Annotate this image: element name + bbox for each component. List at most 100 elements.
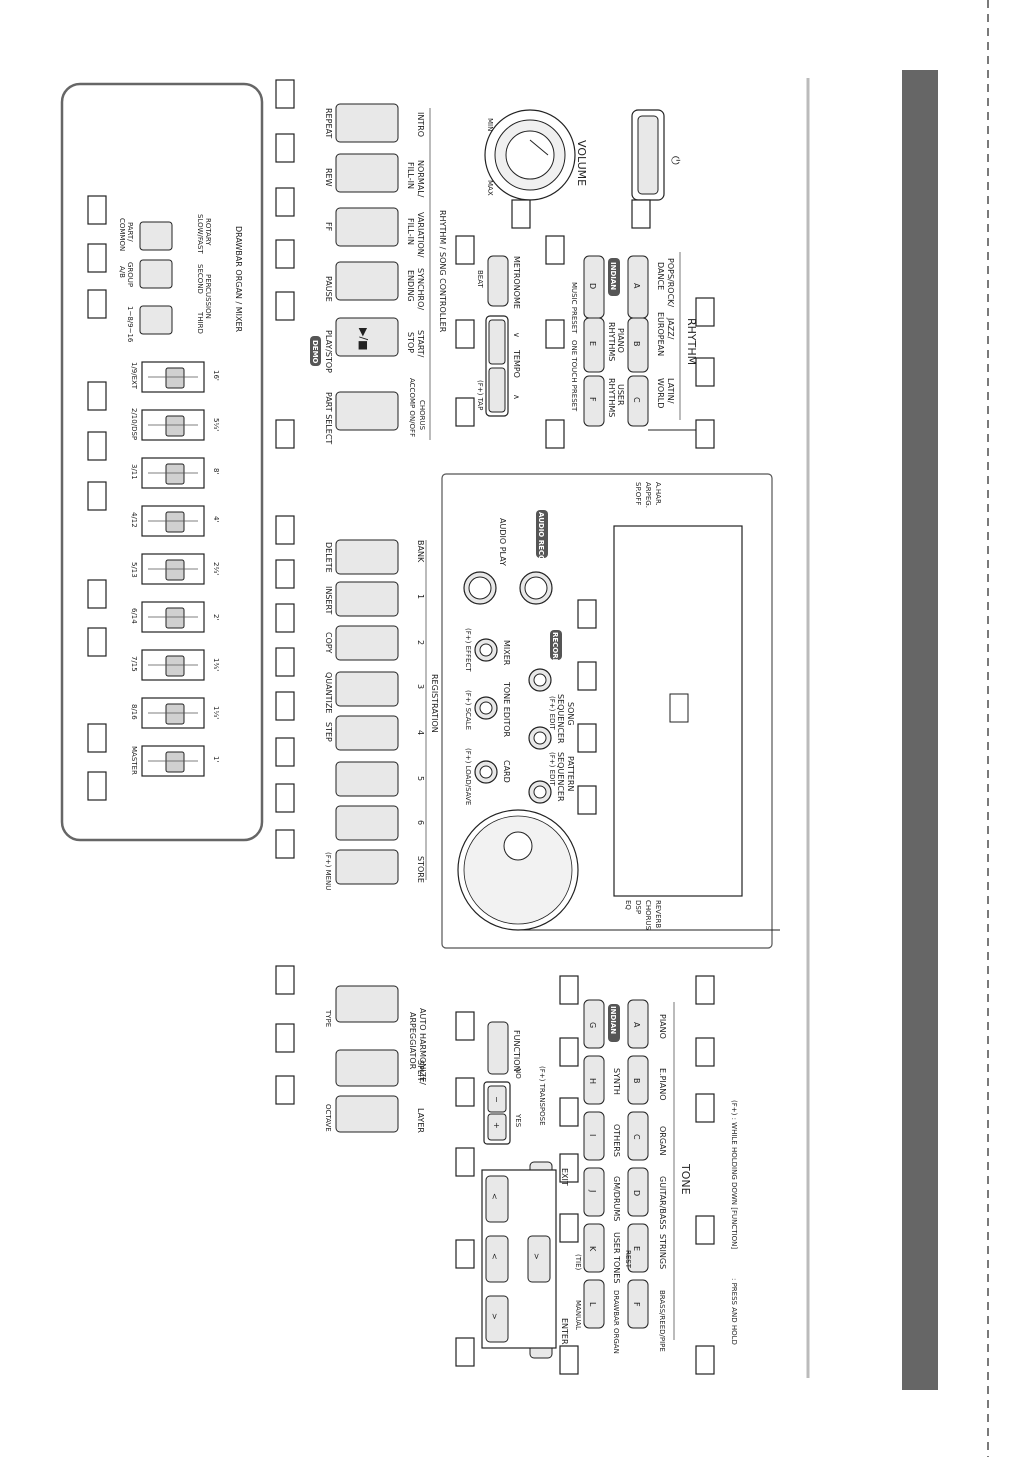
svg-text:SEQUENCER: SEQUENCER: [556, 694, 565, 744]
percussion-third-button[interactable]: [139, 305, 173, 335]
svg-text:8/16: 8/16: [130, 704, 138, 720]
svg-text:1/9/EXT: 1/9/EXT: [130, 362, 138, 390]
tone-button-b[interactable]: [627, 1055, 649, 1105]
tone-button-h[interactable]: [583, 1055, 605, 1105]
svg-text:K: K: [588, 1246, 597, 1252]
layer-button[interactable]: [335, 1095, 399, 1133]
split-button[interactable]: [335, 1049, 399, 1087]
tempo-down-button[interactable]: [488, 319, 506, 365]
start-stop-label: START/: [416, 330, 425, 358]
transpose-minus-button[interactable]: [487, 1085, 507, 1113]
play-stop-icon: ▶/■: [357, 328, 370, 351]
drawbar-slider-6[interactable]: 2' 6/14: [130, 601, 220, 633]
cursor-left-icon: <: [490, 1253, 499, 1260]
drawbar-slider-1[interactable]: 16' 1/9/EXT: [130, 361, 220, 393]
rhythm-button-e[interactable]: [583, 317, 605, 373]
svg-text:SEQUENCER: SEQUENCER: [556, 752, 565, 802]
tone-button-d[interactable]: [627, 1167, 649, 1217]
bank-button[interactable]: [335, 539, 399, 575]
variation-fill-button[interactable]: [335, 207, 399, 247]
tone-button-c[interactable]: [627, 1111, 649, 1161]
synchro-button[interactable]: [335, 261, 399, 301]
transpose-plus-button[interactable]: [487, 1113, 507, 1141]
rhythm-button-c[interactable]: [627, 375, 649, 427]
tone-scale-label: (F+) SCALE: [464, 690, 472, 730]
start-stop-button[interactable]: [335, 317, 399, 357]
drawbar-slider-5[interactable]: 2⅔' 5/13: [130, 553, 220, 585]
svg-text:5: 5: [416, 776, 425, 781]
registration-button-3[interactable]: [335, 671, 399, 707]
svg-text:1: 1: [416, 594, 425, 599]
registration-button-6[interactable]: [335, 805, 399, 841]
drawbar-slider-7[interactable]: 1⅗' 7/15: [130, 649, 220, 681]
svg-text:FILL-IN: FILL-IN: [406, 218, 415, 245]
accomp-button[interactable]: [335, 391, 399, 431]
svg-text:5/13: 5/13: [130, 562, 138, 578]
tempo-up-button[interactable]: [488, 367, 506, 413]
tone-button-j[interactable]: [583, 1167, 605, 1217]
manual-label: MANUAL: [574, 1300, 582, 1330]
volume-min-label: MIN: [486, 118, 494, 131]
tone-label-organ: ORGAN: [658, 1126, 667, 1156]
tone-button-g[interactable]: [583, 999, 605, 1049]
drawbar-slider-3[interactable]: 8' 3/11: [130, 457, 220, 489]
svg-text:MASTER: MASTER: [130, 746, 138, 775]
svg-text:A/B: A/B: [118, 266, 126, 278]
legend: (F+) : WHILE HOLDING DOWN [FUNCTION] : P…: [730, 1100, 738, 1345]
drawbar-slider-8[interactable]: 1⅓' 8/16: [130, 697, 220, 729]
rotary-button[interactable]: [139, 221, 173, 251]
cursor-down-button[interactable]: [485, 1295, 509, 1343]
metronome-button[interactable]: [487, 255, 509, 307]
rhythm-key-d: D: [588, 283, 597, 289]
transpose-label: (F+) TRANSPOSE: [538, 1066, 546, 1126]
svg-text:1': 1': [212, 756, 220, 762]
tone-button-a[interactable]: [627, 999, 649, 1049]
display-label-spoff: SP.OFF: [634, 482, 642, 505]
tempo-label: TEMPO: [512, 349, 521, 378]
volume-knob-group: VOLUME MIN MAX: [484, 109, 588, 229]
svg-text:A: A: [632, 1022, 641, 1028]
enter-label: ENTER: [560, 1318, 569, 1345]
svg-text:2/10/DSP: 2/10/DSP: [130, 408, 138, 440]
registration-button-5[interactable]: [335, 761, 399, 797]
music-preset-label: MUSIC PRESET: [570, 282, 578, 334]
registration-button-1[interactable]: [335, 581, 399, 617]
record-label: RECORD: [551, 632, 559, 665]
function-button[interactable]: [487, 1021, 509, 1075]
tone-title: TONE: [679, 1163, 692, 1195]
drawbar-slider-4[interactable]: 4' 4/12: [130, 505, 220, 537]
svg-text:I: I: [588, 1134, 597, 1136]
store-button[interactable]: [335, 849, 399, 885]
drawbar-slider-2[interactable]: 5⅓' 2/10/DSP: [130, 408, 220, 441]
beat-label: BEAT: [476, 270, 484, 288]
play-stop-label: PLAY/STOP: [324, 330, 333, 373]
cursor-left-button[interactable]: [485, 1235, 509, 1283]
drawbar-slider-9[interactable]: 1' MASTER: [130, 745, 220, 777]
svg-text:ARPEGGIATOR: ARPEGGIATOR: [408, 1012, 417, 1070]
auto-harmonize-button[interactable]: [335, 985, 399, 1023]
registration-button-2[interactable]: [335, 625, 399, 661]
intro-button[interactable]: [335, 103, 399, 143]
range-label: 1~8/9~16: [126, 306, 134, 343]
cursor-up-button[interactable]: [485, 1175, 509, 1223]
tone-label-guitar: GUITAR/BASS: [658, 1176, 667, 1230]
cursor-right-button[interactable]: [527, 1235, 551, 1283]
rhythm-button-b[interactable]: [627, 317, 649, 373]
record-badge: [550, 630, 562, 660]
tone-button-k[interactable]: [583, 1223, 605, 1273]
registration-button-4[interactable]: [335, 715, 399, 751]
tone-button-i[interactable]: [583, 1111, 605, 1161]
tone-button-e[interactable]: [627, 1223, 649, 1273]
tone-button-f[interactable]: [627, 1279, 649, 1329]
sidebar-band: [902, 70, 938, 1390]
controller-title: RHYTHM / SONG CONTROLLER: [438, 210, 447, 333]
tone-button-l[interactable]: [583, 1279, 605, 1329]
rhythm-d-label: INDIAN: [609, 262, 617, 290]
rhythm-button-f[interactable]: [583, 375, 605, 427]
svg-text:8': 8': [212, 468, 220, 474]
percussion-second-button[interactable]: [139, 259, 173, 289]
pause-label: PAUSE: [324, 276, 333, 302]
cursor-right-icon: >: [532, 1253, 541, 1260]
normal-fill-button[interactable]: [335, 153, 399, 193]
